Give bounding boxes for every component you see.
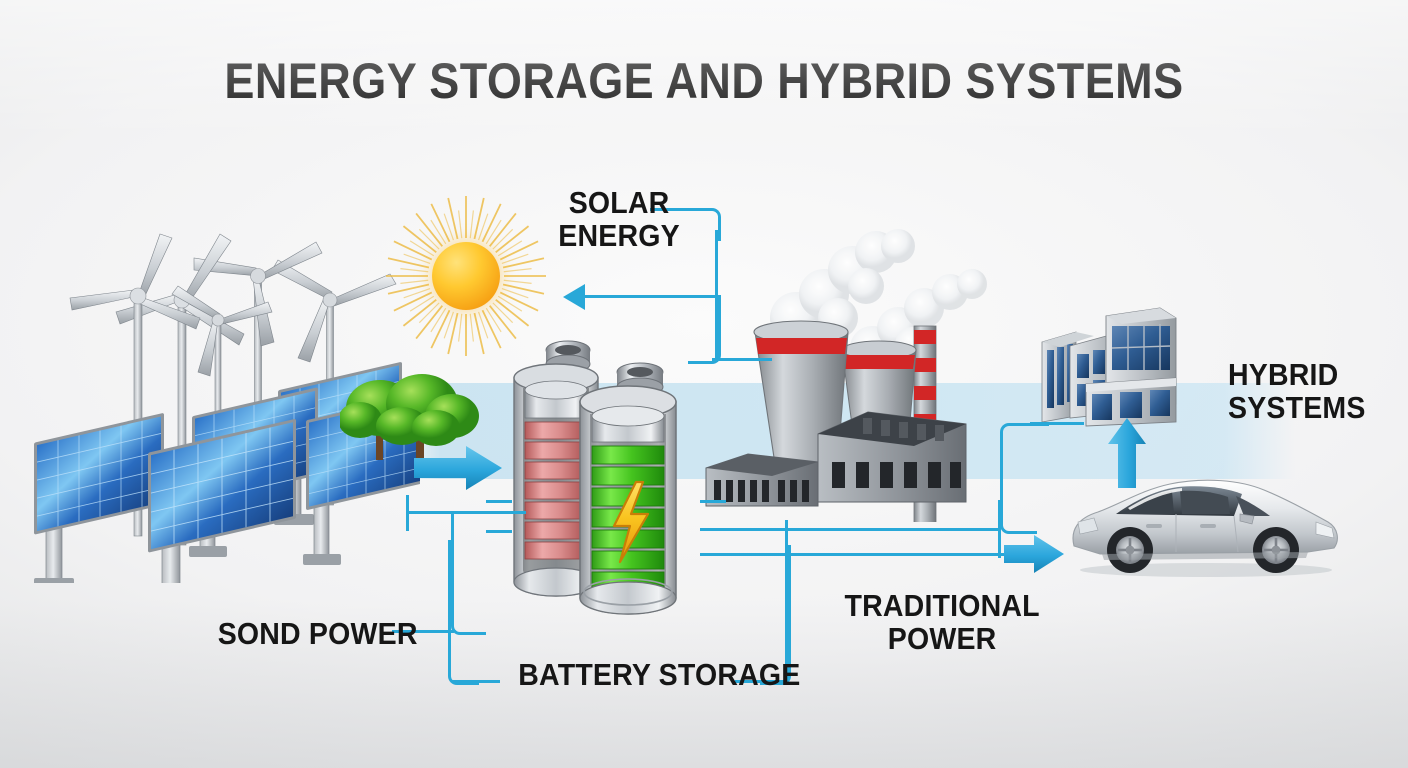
- connector-battery-corner-right: [760, 545, 791, 685]
- connector-left-into-battery-2: [486, 530, 512, 533]
- connector-battery-to-car: [700, 553, 1020, 556]
- connector-battery-out-tick: [998, 500, 1001, 558]
- sun-core: [432, 242, 500, 310]
- battery-storage-illustration: [496, 330, 712, 620]
- connector-solar-to-battery: [585, 295, 720, 298]
- label-traditional-power: TRADITIONAL POWER: [844, 588, 1040, 657]
- connector-left-into-battery: [486, 500, 512, 503]
- connector-wind-label-line: [392, 630, 454, 633]
- connector-battery-riser: [785, 520, 788, 682]
- label-solar-energy: SOLAR ENERGY: [558, 185, 680, 254]
- label-battery-storage: BATTERY STORAGE: [518, 657, 801, 692]
- flow-arrow-icon-car-to-building: [1106, 418, 1148, 495]
- wheel: [1253, 527, 1299, 573]
- connector-battery-corner-left: [448, 540, 479, 685]
- connector-solar-drop-h: [712, 358, 772, 361]
- hybrid-car-icon: [1058, 470, 1348, 580]
- label-hybrid-systems: HYBRID SYSTEMS: [1227, 357, 1366, 426]
- power-plant-icon: [700, 222, 1006, 537]
- connector-building-feed: [1030, 422, 1084, 425]
- renewables-illustration: [34, 233, 428, 609]
- wind-turbine-icon: [69, 233, 397, 546]
- plant-building: [817, 411, 967, 503]
- connector-solar-drop-corner: [688, 295, 721, 364]
- renewable-energy-cluster: [20, 228, 428, 609]
- connector-building-corner: [1000, 455, 1037, 534]
- connector-right-stub-1: [700, 500, 726, 503]
- battery-discharged-icon: [513, 340, 599, 597]
- battery-charged-icon: [579, 362, 677, 615]
- connector-solar-corner: [650, 208, 721, 241]
- wheel: [1107, 527, 1153, 573]
- tree-icon: [338, 362, 490, 472]
- arrow-to-solar-energy: [563, 284, 585, 310]
- connector-wind-corner-1: [451, 512, 486, 635]
- page-title: ENERGY STORAGE AND HYBRID SYSTEMS: [224, 53, 1184, 109]
- lightning-bolt-icon: [612, 480, 650, 564]
- connector-wind-tick: [406, 495, 409, 531]
- plant-annex: [705, 453, 819, 507]
- connector-car-to-building-corner: [1000, 423, 1049, 472]
- connector-battery-out-upper: [700, 528, 1000, 531]
- sun-icon: [382, 192, 550, 360]
- label-wind-power: SOND POWER: [217, 616, 418, 651]
- connector-wind-to-battery: [406, 511, 526, 514]
- flow-arrow-icon-battery-to-car: [1004, 533, 1066, 580]
- flow-arrow-icon-renewables-to-battery: [412, 444, 504, 497]
- office-building-icon: [1036, 300, 1196, 430]
